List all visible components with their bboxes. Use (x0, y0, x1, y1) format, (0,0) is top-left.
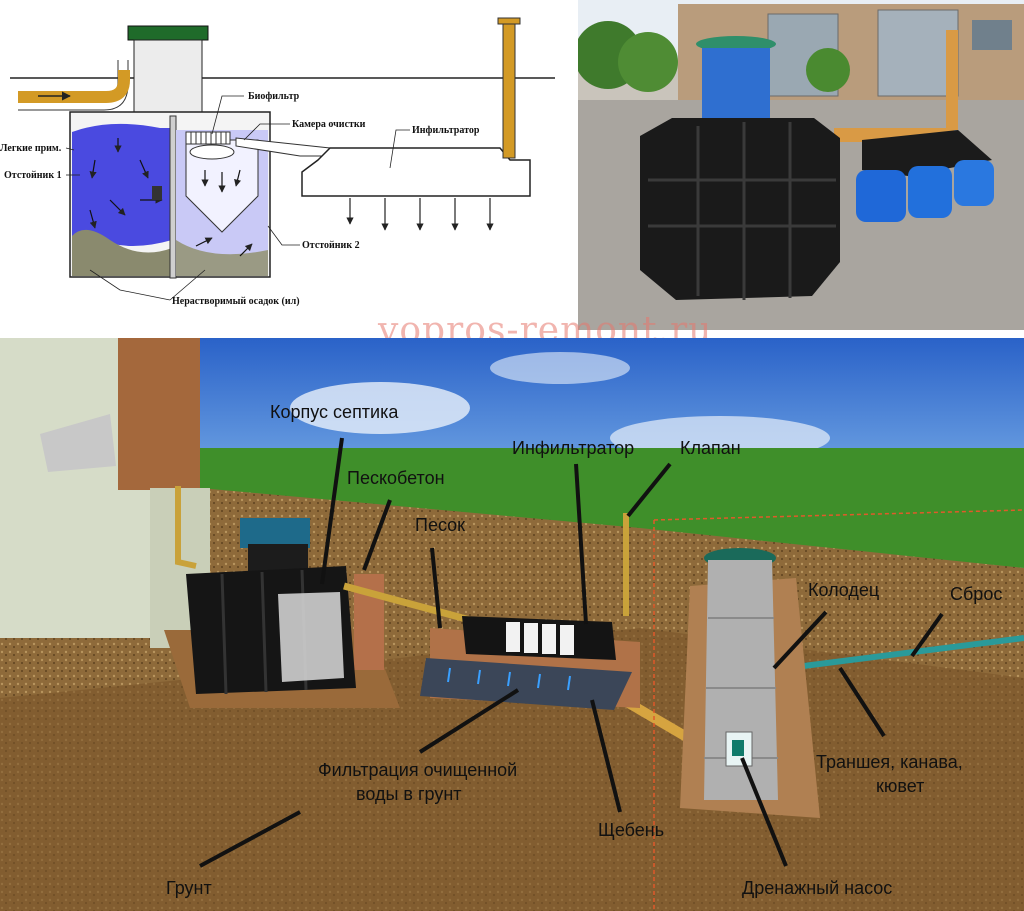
sludge-right (176, 240, 268, 276)
septic-schematic: Биофильтр Камера очистки Инфильтратор Ле… (0, 0, 578, 330)
septic-riser-lid (240, 518, 310, 548)
label-discharge: Сброс (950, 584, 1002, 604)
label-filtration-line1: Фильтрация очищенной (318, 760, 517, 780)
biofilter (185, 131, 231, 145)
label-well: Колодец (808, 580, 879, 600)
label-infiltrator: Инфильтратор (412, 125, 480, 136)
label-drain-pump: Дренажный насос (742, 878, 892, 898)
septic-tank-black (640, 118, 840, 300)
label-cleaning-chamber: Камера очистки (292, 119, 366, 130)
grass (200, 448, 1024, 568)
label-septic-body: Корпус септика (270, 402, 399, 422)
infiltrator-body (301, 147, 531, 197)
label-biofilter: Биофильтр (248, 91, 300, 102)
infiltrator-legs (856, 170, 906, 222)
leader-lines (199, 437, 944, 868)
label-light-impurities: Легкие прим. (0, 143, 62, 154)
discharge-pipe (771, 635, 1024, 673)
label-sediment: Нерастворимый осадок (ил) (172, 296, 300, 307)
gravel-bed (420, 658, 632, 710)
tank-divider (169, 115, 177, 279)
manhole (127, 25, 209, 113)
label-filtration-line2: воды в грунт (356, 784, 462, 804)
settler1-water (72, 123, 172, 246)
label-gravel: Щебень (598, 820, 664, 840)
label-trench-line2: кювет (876, 776, 924, 796)
flow-arrows (89, 138, 253, 257)
label-trench-line1: Траншея, канава, (816, 752, 963, 772)
infiltrator (462, 616, 616, 660)
septic-cutaway (278, 592, 344, 682)
vent-pipe (502, 23, 516, 159)
label-settler2: Отстойник 2 (302, 240, 360, 251)
label-settler1: Отстойник 1 (4, 170, 62, 181)
label-infiltrator: Инфильтратор (512, 438, 634, 458)
inlet-pipe (18, 70, 130, 103)
septic-installation-scene: Корпус септика Пескобетон Инфильтратор К… (0, 338, 1024, 911)
drain-arrows (346, 198, 494, 231)
septic-photo (578, 0, 1024, 330)
riser (702, 48, 770, 128)
toilet (40, 414, 116, 472)
label-sand-concrete: Пескобетон (347, 468, 445, 488)
drain-pump (732, 740, 744, 756)
pipe-to-infiltrator (343, 582, 471, 624)
label-valve: Клапан (680, 438, 741, 458)
label-sand: Песок (415, 515, 465, 535)
sludge-left (72, 229, 172, 276)
well (704, 560, 778, 800)
label-soil: Грунт (166, 878, 212, 898)
house-pillar (118, 338, 200, 490)
